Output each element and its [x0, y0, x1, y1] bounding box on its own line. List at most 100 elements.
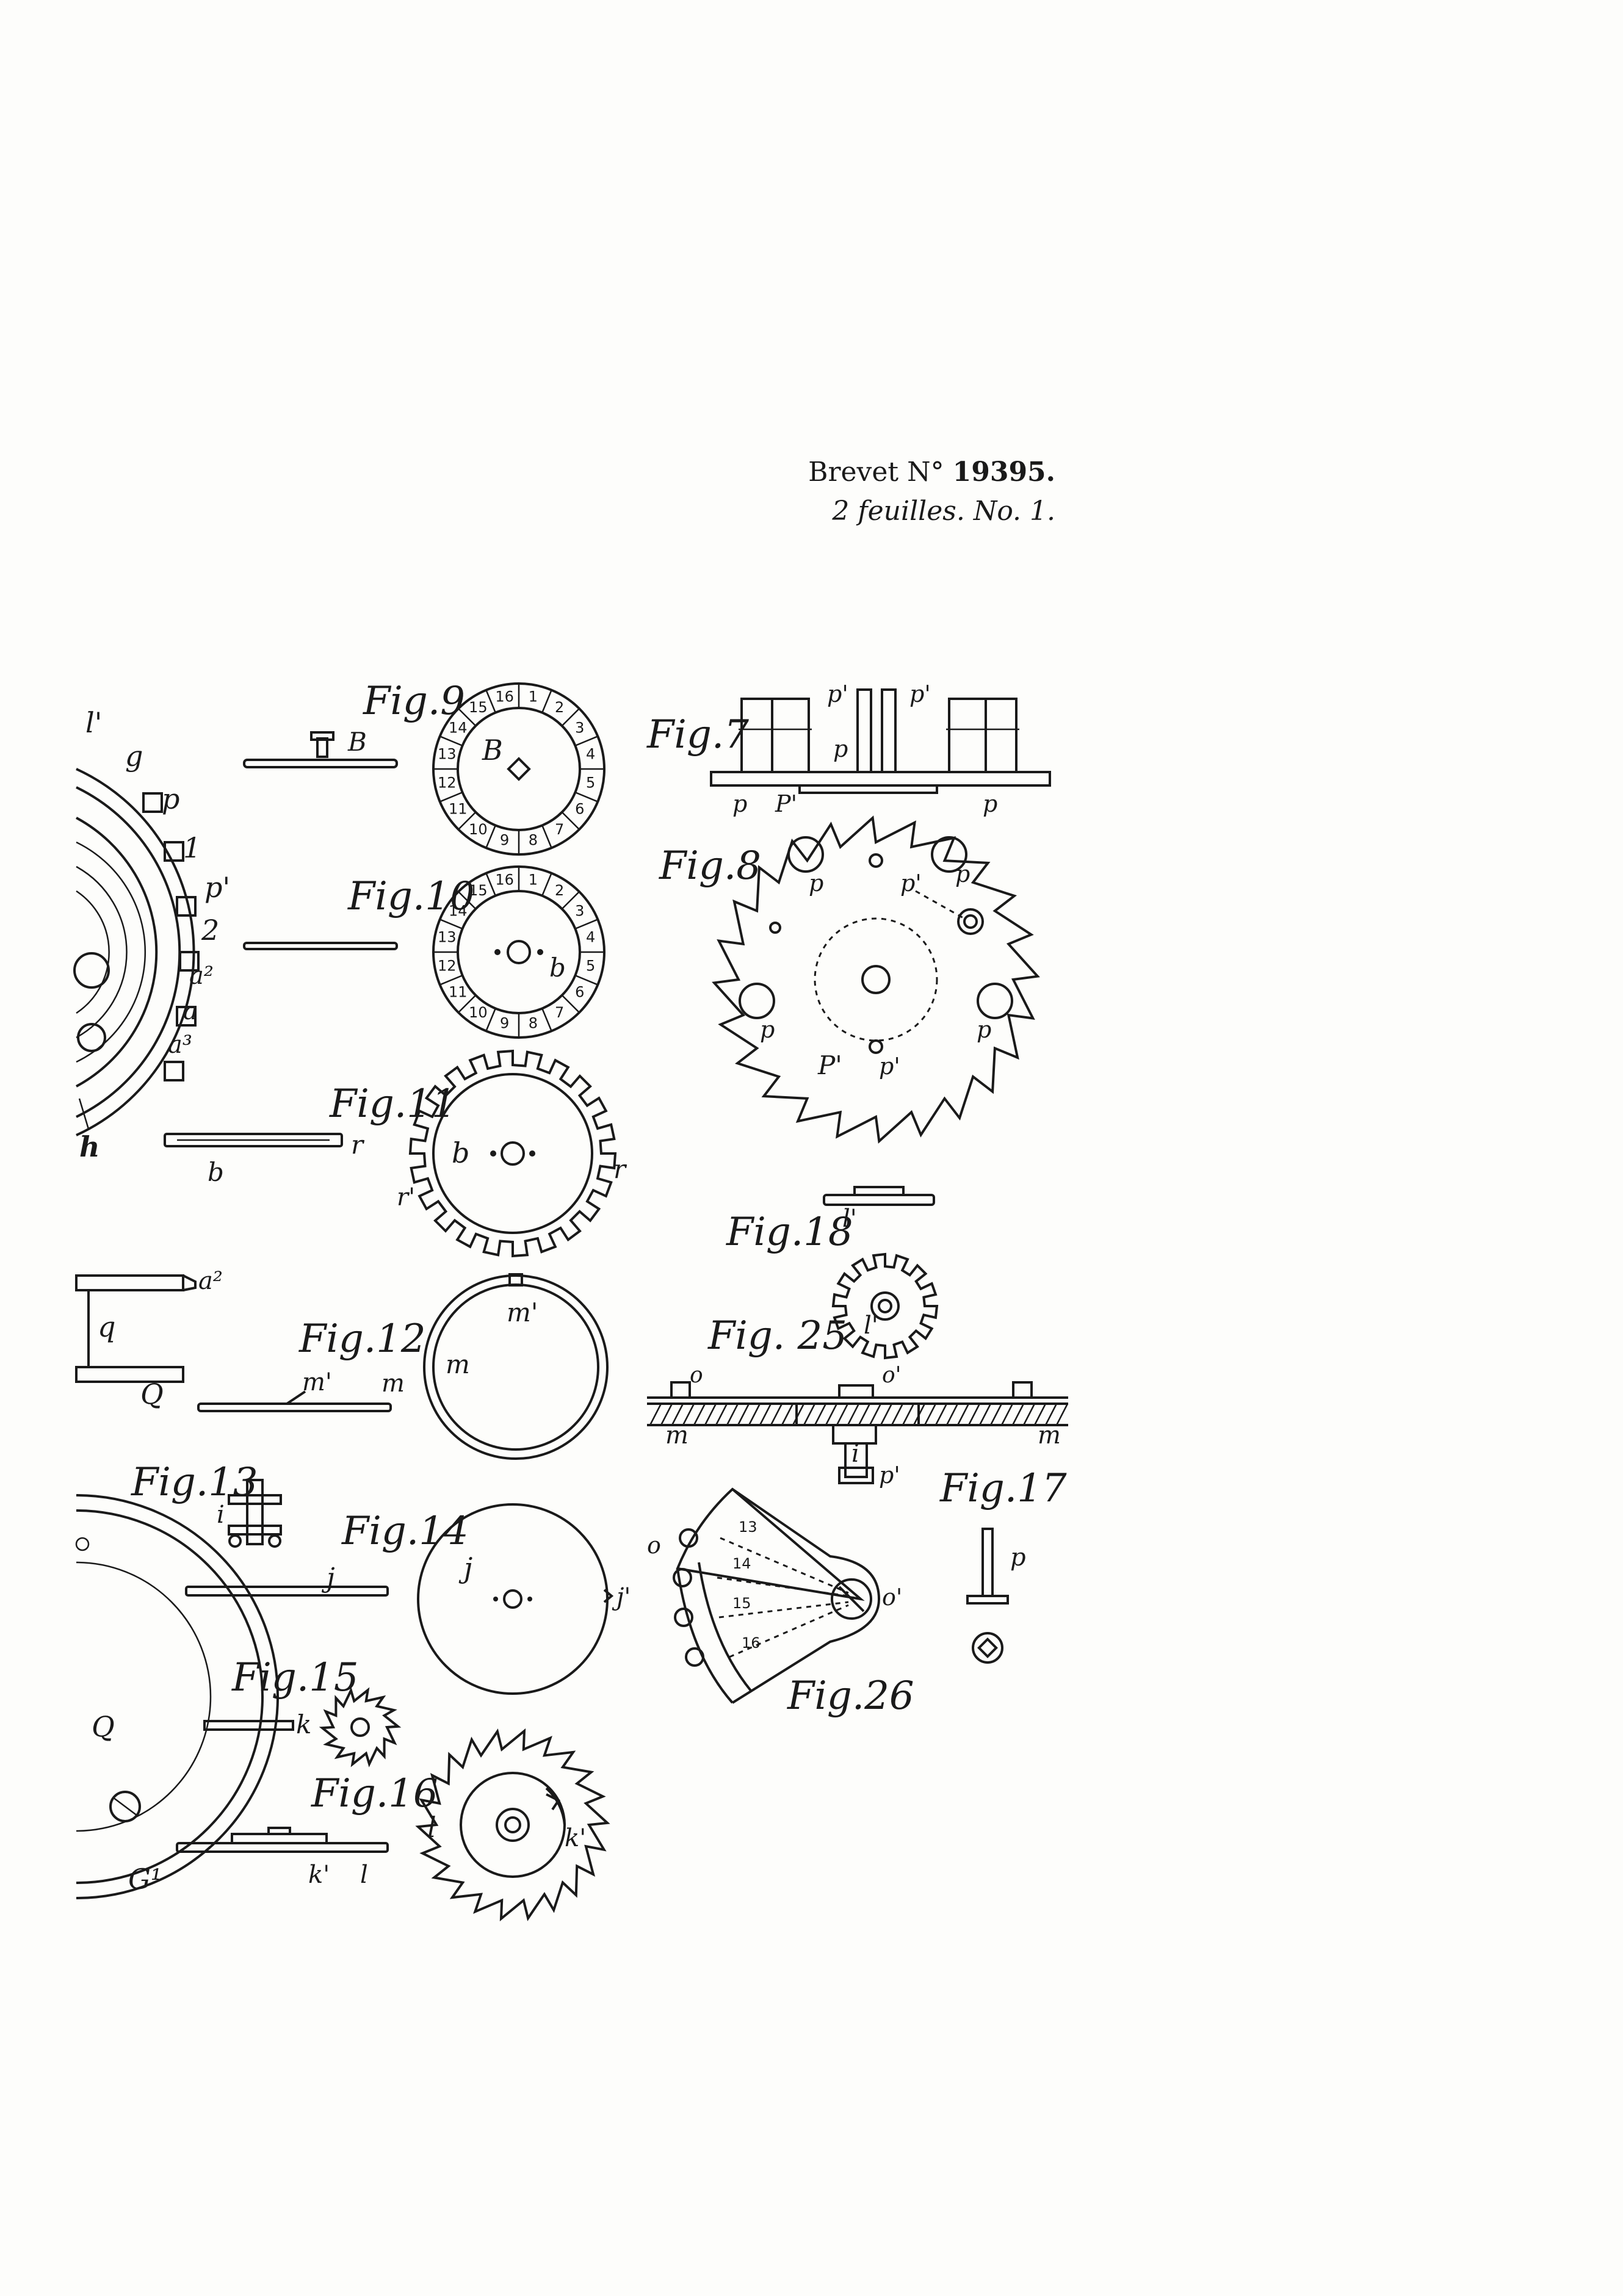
figure-12: Fig.12 m' m m' m [197, 1273, 609, 1460]
sector-16: 16 [742, 1634, 761, 1652]
fig25-hatch-line [803, 1403, 816, 1426]
fig25-hatch-line [858, 1403, 871, 1426]
fig9-dial-number: 15 [469, 699, 488, 716]
fig9-dial-divider [561, 708, 580, 727]
label-j-prime: j' [612, 1583, 631, 1611]
label-r-side: r [351, 1130, 365, 1160]
fig25-hatch-line [1011, 1403, 1025, 1426]
label-P-prime-fig7: P' [775, 790, 797, 817]
fig10-dial-divider [439, 919, 463, 930]
label-r-prime: r' [397, 1183, 415, 1211]
fig25-hatch-line [902, 1403, 915, 1426]
label-p-fig8d: p [977, 1016, 991, 1043]
label-k-prime-side: k' [308, 1861, 330, 1889]
label-b-fig10: b [549, 953, 566, 983]
fig10-dial-number: 3 [575, 902, 584, 919]
fig10-dial-divider [485, 873, 496, 897]
fig25-hatch-line [1022, 1403, 1036, 1426]
fig10-dial-divider [541, 1008, 552, 1031]
label-l-prime: l' [85, 706, 102, 739]
label-m-fig25a: m [665, 1421, 689, 1449]
fig9-dial-number: 2 [555, 699, 564, 716]
label-a2-section: a² [198, 1267, 223, 1295]
label-b-disc: b [452, 1136, 469, 1169]
label-l-side: l [360, 1861, 368, 1889]
figure-25: Fig. 25 o o' m m i p' [647, 1313, 1069, 1489]
fig9-dial-number: 6 [575, 801, 584, 818]
fig9-dial-number: 8 [529, 832, 538, 849]
figure-17: Fig.17 p [939, 1466, 1067, 1664]
fig25-hatch-line [869, 1403, 882, 1426]
fig25-hatch-line [770, 1403, 783, 1426]
fig25-hatch-line [726, 1403, 739, 1426]
fig9-dial-number: 14 [449, 719, 468, 736]
label-i-fig13: i [217, 1501, 225, 1529]
figure-13: Fig.13 i [131, 1460, 282, 1548]
fig10-dial-number: 8 [529, 1015, 538, 1032]
left-partial-section: a² q Q [75, 1267, 223, 1410]
fig25-hatch-line [891, 1403, 904, 1426]
fig9-dial-number: 1 [529, 688, 538, 705]
fig25-hatch-line [989, 1403, 1003, 1426]
fig10-dial-number: 6 [575, 984, 584, 1001]
fig10-dial-number: 13 [438, 929, 457, 946]
fig10-dial-divider [541, 873, 552, 897]
fig25-hatch-line [704, 1403, 717, 1426]
fig25-hatch-line [781, 1403, 794, 1426]
label-o-prime-fig26: o' [882, 1584, 902, 1611]
fig25-hatch-line [748, 1403, 761, 1426]
fig9-dial-divider [541, 690, 552, 713]
fig10-dial-number: 5 [586, 957, 595, 974]
fig25-caption: Fig. 25 [707, 1313, 847, 1359]
fig25-hatch-line [649, 1403, 662, 1426]
fig25-hatch-line [814, 1403, 827, 1426]
label-l-prime-fig18a: l' [842, 1205, 857, 1233]
fig25-hatching [649, 1403, 1069, 1426]
fig9-dial-number: 13 [438, 746, 457, 763]
left-partial-mechanism: l' g p 1 p' 2 a² a a³ h [73, 706, 230, 1163]
figure-8: Fig.8 p p' p p P' p' p [659, 815, 1040, 1144]
fig16-caption: Fig.16 [311, 1771, 438, 1816]
label-j-disc: j [458, 1551, 472, 1584]
fig9-dial-divider [574, 735, 598, 746]
fig25-hatch-line [836, 1403, 849, 1426]
label-m-side: m [381, 1370, 405, 1398]
figure-16: Fig.16 k' l l k' [176, 1728, 610, 1922]
fig10-dial-number: 1 [529, 871, 538, 888]
fig9-dial-number: 12 [438, 774, 457, 791]
label-Q: Q [92, 1710, 115, 1743]
label-o-prime-fig25: o' [882, 1363, 902, 1388]
fig9-dial-divider [458, 708, 477, 727]
fig17-caption: Fig.17 [939, 1466, 1067, 1511]
label-p-prime-fig8a: p' [900, 870, 922, 897]
fig25-hatch-line [693, 1403, 706, 1426]
label-p-prime-fig25: p' [879, 1462, 900, 1489]
label-p-prime-fig7a: p' [827, 680, 848, 707]
fig12-caption: Fig.12 [298, 1316, 426, 1362]
label-p-fig8b: p [955, 861, 970, 887]
label-l-disc: l [427, 1811, 436, 1844]
fig10-dial-number: 12 [438, 957, 457, 974]
fig10-dial-number: 9 [500, 1015, 509, 1032]
fig25-hatch-line [671, 1403, 684, 1426]
fig10-dial-divider [458, 891, 477, 910]
figure-11: Fig.11 b r b r' r [164, 1049, 627, 1258]
fig14-caption: Fig.14 [341, 1509, 469, 1554]
label-a: a [183, 997, 198, 1025]
label-p-fig7c: p [983, 790, 997, 817]
label-k-fig15: k [296, 1709, 311, 1739]
fig10-dial-number: 7 [555, 1004, 564, 1021]
fig18-caption: Fig.18 [726, 1210, 853, 1255]
fig10-dial-number: 14 [449, 902, 468, 919]
figure-18: l' Fig.18 l' [726, 1186, 939, 1360]
fig9-dial-divider [541, 825, 552, 848]
fig9-dial-number: 5 [586, 774, 595, 791]
sheet-info: 2 feuilles. No. 1. [832, 496, 1055, 527]
sector-15: 15 [732, 1595, 751, 1612]
